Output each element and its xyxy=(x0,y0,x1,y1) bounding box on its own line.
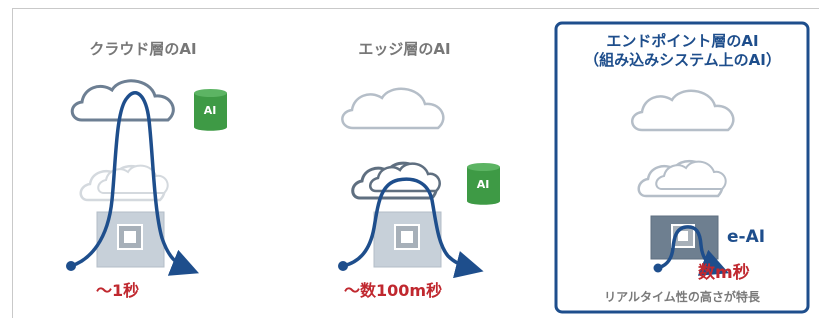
data-flow-arrow-col3 xyxy=(657,225,729,276)
endpoint-box xyxy=(554,21,810,314)
edge-latency-label: ～数100m秒 xyxy=(344,281,443,300)
endpoint-latency-label: 数m秒 xyxy=(698,263,750,283)
start-dot-col2 xyxy=(338,261,348,271)
db-icon-col1 xyxy=(194,89,227,131)
cloud-icon-col1-top xyxy=(70,79,175,122)
e-ai-label: e-AI xyxy=(727,227,766,247)
start-dot-col1 xyxy=(66,261,76,271)
realtime-feature-note: リアルタイム性の高さが特長 xyxy=(604,290,760,304)
data-flow-arrow-col2 xyxy=(342,177,484,279)
endpoint-title-line2: （組み込みシステム上のAI） xyxy=(584,51,781,69)
cloud-icon-col2-top xyxy=(341,87,445,130)
frame-top-border xyxy=(12,8,819,9)
chip-board-col2 xyxy=(373,211,442,268)
chip-board-col3 xyxy=(650,215,719,260)
db-icon-col2 xyxy=(467,163,500,205)
frame-left-border xyxy=(12,8,13,318)
cloud-latency-label: ～1秒 xyxy=(96,281,140,300)
db-label-col1: AI xyxy=(203,104,217,117)
edge-layer-title: エッジ層のAI xyxy=(358,40,451,58)
data-flow-arrow-col1 xyxy=(70,91,199,276)
endpoint-title-line1: エンドポイント層のAI xyxy=(606,32,759,50)
cloud-icon-col3-top xyxy=(631,89,735,132)
endpoint-layer-title: エンドポイント層のAI （組み込みシステム上のAI） xyxy=(560,32,805,70)
cloud-layer-title: クラウド層のAI xyxy=(89,40,197,58)
cloud-icon-col3-lower xyxy=(637,160,727,198)
db-label-col2: AI xyxy=(476,178,490,191)
start-dot-col3 xyxy=(653,263,663,273)
